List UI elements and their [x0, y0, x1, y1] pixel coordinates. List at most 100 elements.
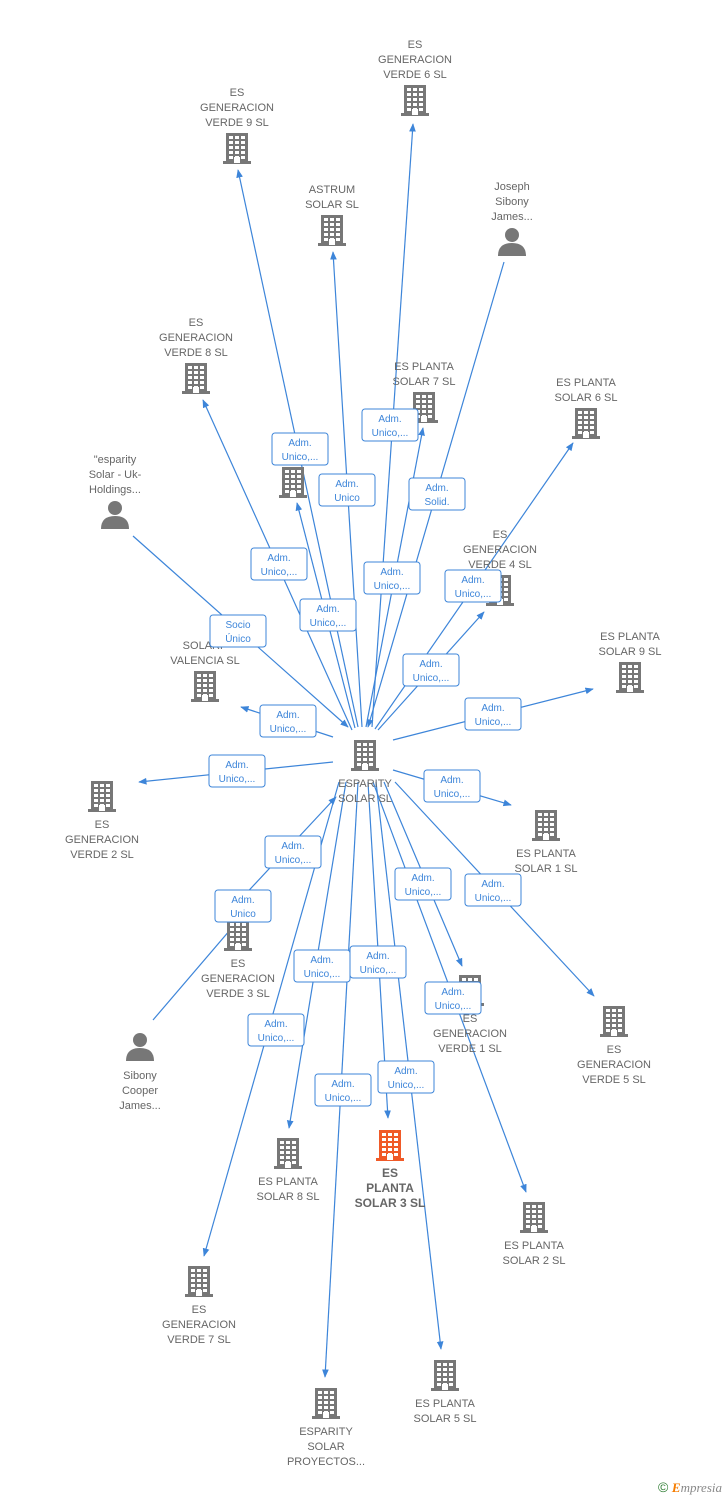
node-label: ES PLANTA	[600, 631, 660, 643]
relation-label: Unico,...	[360, 965, 397, 976]
node-label: VALENCIA SL	[170, 655, 240, 667]
node-label: VERDE 8 SL	[164, 347, 228, 359]
relation-label: Adm.	[281, 841, 304, 852]
node-label: Sibony	[495, 196, 529, 208]
relation-label: Unico	[334, 493, 360, 504]
node-label: SOLAR 1 SL	[515, 863, 578, 875]
relation-badge[interactable]: Adm.Unico,...	[299, 598, 357, 632]
brand-name: mpresia	[680, 1480, 722, 1495]
relation-badge[interactable]: Adm.Unico,...	[394, 867, 452, 901]
node-label: SOLAR	[307, 1441, 344, 1453]
relation-label: Adm.	[425, 483, 448, 494]
building-icon	[572, 408, 600, 439]
node-label: GENERACION	[577, 1059, 651, 1071]
node-label: ES	[463, 1013, 478, 1025]
building-icon	[616, 662, 644, 693]
building-icon	[223, 133, 251, 164]
node-label: ES	[231, 958, 246, 970]
relation-label: Unico,...	[219, 774, 256, 785]
building-icon	[318, 215, 346, 246]
relation-badge[interactable]: Adm.Unico	[214, 889, 272, 923]
node-joseph[interactable]: JosephSibonyJames...	[491, 181, 533, 256]
node-label: ES PLANTA	[258, 1176, 318, 1188]
node-esp[interactable]: ESPARITYSOLARPROYECTOS...	[287, 1388, 365, 1468]
node-label: ES PLANTA	[394, 361, 454, 373]
relation-badge[interactable]: Adm.Unico,...	[250, 547, 308, 581]
copyright-icon: ©	[657, 1479, 669, 1495]
relation-badge[interactable]: Adm.Unico,...	[208, 754, 266, 788]
relation-badge[interactable]: Adm.Unico	[318, 473, 376, 507]
node-label: GENERACION	[433, 1028, 507, 1040]
relation-label: Adm.	[481, 879, 504, 890]
relation-label: Único	[225, 632, 251, 645]
relation-label: Adm.	[288, 438, 311, 449]
relation-badge[interactable]: Adm.Unico,...	[361, 408, 419, 442]
relation-badge[interactable]: Adm.Unico,...	[259, 704, 317, 738]
relation-label: Unico,...	[261, 567, 298, 578]
relation-badge[interactable]: Adm.Unico,...	[464, 697, 522, 731]
relation-label: Adm.	[419, 659, 442, 670]
node-label: SOLAR 8 SL	[257, 1191, 320, 1203]
node-label: GENERACION	[378, 54, 452, 66]
node-label: ES	[95, 819, 110, 831]
relation-badge[interactable]: Adm.Unico,...	[271, 432, 329, 466]
node-label: Solar - Uk-	[89, 469, 142, 481]
relation-badge[interactable]: Adm.Solid.	[408, 477, 466, 511]
building-icon	[376, 1130, 404, 1161]
relation-badge[interactable]: Adm.Unico,...	[293, 949, 351, 983]
relation-badge[interactable]: Adm.Unico,...	[247, 1013, 305, 1047]
relation-label: Adm.	[461, 575, 484, 586]
relation-label: Socio	[225, 620, 250, 631]
node-label: James...	[119, 1100, 161, 1112]
node-sibony[interactable]: SibonyCooperJames...	[119, 1033, 161, 1112]
relation-badge[interactable]: Adm.Unico,...	[264, 835, 322, 869]
building-icon	[274, 1138, 302, 1169]
relation-label: Unico,...	[388, 1080, 425, 1091]
relation-label: Adm.	[440, 775, 463, 786]
building-icon	[182, 363, 210, 394]
node-label: ASTRUM	[309, 184, 355, 196]
node-ps8[interactable]: ES PLANTA SOLAR 8 SL	[257, 1138, 320, 1203]
empresia-logo[interactable]: © Empresia	[658, 1479, 722, 1496]
relation-badge[interactable]: Adm.Unico,...	[314, 1073, 372, 1107]
node-label: SOLAR 2 SL	[503, 1255, 566, 1267]
relation-label: Adm.	[481, 703, 504, 714]
relation-badge[interactable]: Adm.Unico,...	[464, 873, 522, 907]
relation-badge[interactable]: Adm.Unico,...	[363, 561, 421, 595]
building-icon	[431, 1360, 459, 1391]
node-label: GENERACION	[200, 102, 274, 114]
relation-badge[interactable]: Adm.Unico,...	[402, 653, 460, 687]
relation-badge[interactable]: Adm.Unico,...	[377, 1060, 435, 1094]
relation-badge[interactable]: Adm.Unico,...	[423, 769, 481, 803]
relation-badge[interactable]: Adm. Unico,...	[444, 569, 502, 603]
relation-label: Unico,...	[374, 581, 411, 592]
node-label: ES PLANTA	[415, 1398, 475, 1410]
building-icon	[351, 740, 379, 771]
relation-label: Adm.	[316, 604, 339, 615]
relation-label: Unico,...	[258, 1033, 295, 1044]
relation-badge[interactable]: Adm.Unico,...	[349, 945, 407, 979]
node-label: PROYECTOS...	[287, 1456, 365, 1468]
relation-badge[interactable]: Adm.Unico,...	[424, 981, 482, 1015]
relation-label: Unico,...	[455, 589, 492, 600]
